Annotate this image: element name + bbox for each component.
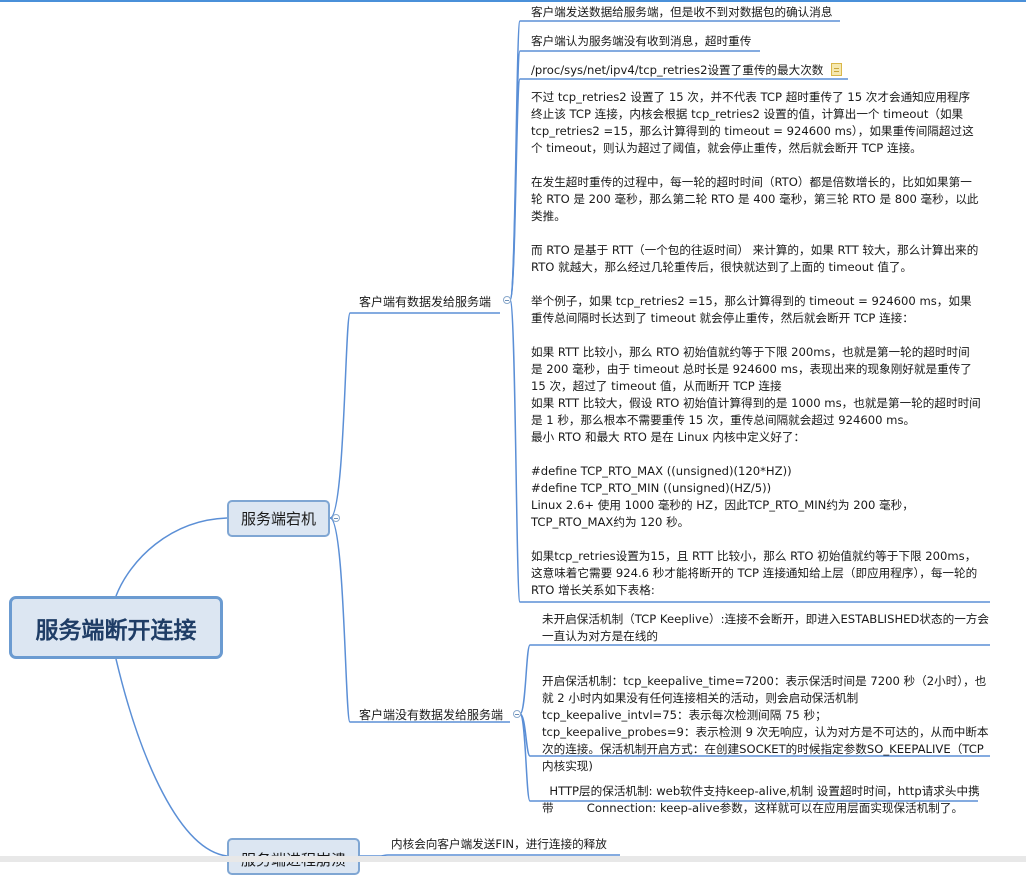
collapse-client-idle-icon[interactable] — [513, 710, 521, 718]
detail-paragraph: Linux 2.6+ 使用 1000 毫秒的 HZ，因此TCP_RTO_MIN约… — [531, 498, 914, 529]
topic-client-idle[interactable]: 客户端没有数据发给服务端 — [359, 706, 503, 723]
detail-paragraph: 举个例子，如果 tcp_retries2 =15，那么计算得到的 timeout… — [531, 294, 972, 325]
detail-paragraph: 而 RTO 是基于 RTT（一个包的往返时间） 来计算的，如果 RTT 较大，那… — [531, 243, 979, 274]
detail-paragraph: #define TCP_RTO_MAX ((unsigned)(120*HZ)) — [531, 464, 792, 478]
detail-paragraph — [531, 225, 981, 242]
root-title: 服务端断开连接 — [35, 617, 197, 644]
detail-paragraph: 如果 RTT 比较小，那么 RTO 初始值就约等于下限 200ms，也就是第一轮… — [531, 345, 972, 393]
detail-paragraph: 最小 RTO 和最大 RTO 是在 Linux 内核中定义好了： — [531, 430, 806, 444]
leaf-retransmit-detail[interactable]: 不过 tcp_retries2 设置了 15 次，并不代表 TCP 超时重传了 … — [531, 89, 981, 599]
leaf-retransmit-text: 客户端认为服务端没有收到消息，超时重传 — [531, 34, 752, 48]
leaf-no-ack-text: 客户端发送数据给服务端，但是收不到对数据包的确认消息 — [531, 5, 833, 19]
detail-paragraph: 如果 RTT 比较大，假设 RTO 初始值计算得到的是 1000 ms，也就是第… — [531, 396, 981, 427]
detail-paragraph — [531, 446, 981, 463]
topic-client-sends[interactable]: 客户端有数据发给服务端 — [359, 293, 491, 310]
leaf-keepalive-off[interactable]: 未开启保活机制（TCP Keeplive）:连接不会断开，即进入ESTABLIS… — [542, 611, 990, 645]
leaf-keepalive-off-text: 未开启保活机制（TCP Keeplive）:连接不会断开，即进入ESTABLIS… — [542, 612, 989, 643]
detail-paragraph: #define TCP_RTO_MIN ((unsigned)(HZ/5)) — [531, 481, 772, 495]
leaf-retransmit[interactable]: 客户端认为服务端没有收到消息，超时重传 — [531, 33, 761, 50]
collapse-server-down-icon[interactable] — [332, 514, 340, 522]
detail-paragraph — [531, 531, 981, 548]
branch-server-down[interactable]: 服务端宕机 — [227, 500, 330, 537]
topic-client-idle-label: 客户端没有数据发给服务端 — [359, 708, 504, 722]
leaf-keepalive-on-text: 开启保活机制：tcp_keepalive_time=7200：表示保活时间是 7… — [542, 674, 989, 773]
detail-paragraph: 如果tcp_retries设置为15，且 RTT 比较小，那么 RTO 初始值就… — [531, 549, 978, 597]
branch-server-down-label: 服务端宕机 — [240, 510, 316, 528]
detail-paragraph: 不过 tcp_retries2 设置了 15 次，并不代表 TCP 超时重传了 … — [531, 90, 974, 155]
bottom-scroll-bar[interactable] — [0, 856, 1026, 862]
leaf-http-keepalive-text: HTTP层的保活机制: web软件支持keep-alive,机制 设置超时时间，… — [542, 784, 980, 815]
leaf-no-ack[interactable]: 客户端发送数据给服务端，但是收不到对数据包的确认消息 — [531, 4, 841, 21]
top-accent-bar — [0, 0, 1026, 2]
collapse-client-sends-icon[interactable] — [503, 296, 511, 304]
detail-paragraph — [531, 276, 981, 293]
leaf-http-keepalive[interactable]: HTTP层的保活机制: web软件支持keep-alive,机制 设置超时时间，… — [542, 766, 982, 817]
leaf-kernel-fin[interactable]: 内核会向客户端发送FIN，进行连接的释放 — [391, 836, 631, 853]
note-icon[interactable] — [831, 63, 843, 76]
detail-paragraph: 在发生超时重传的过程中，每一轮的超时时间（RTO）都是倍数增长的，比如如果第一轮… — [531, 175, 979, 223]
leaf-kernel-fin-text: 内核会向客户端发送FIN，进行连接的释放 — [391, 837, 607, 851]
leaf-keepalive-on[interactable]: 开启保活机制：tcp_keepalive_time=7200：表示保活时间是 7… — [542, 656, 990, 775]
detail-paragraph — [531, 157, 981, 174]
leaf-tcp-retries2[interactable]: /proc/sys/net/ipv4/tcp_retries2设置了重传的最大次… — [531, 62, 851, 79]
topic-client-sends-label: 客户端有数据发给服务端 — [359, 295, 492, 309]
detail-paragraph — [531, 327, 981, 344]
leaf-tcp-retries2-text: /proc/sys/net/ipv4/tcp_retries2设置了重传的最大次… — [531, 63, 824, 77]
root-node[interactable]: 服务端断开连接 — [9, 596, 223, 659]
